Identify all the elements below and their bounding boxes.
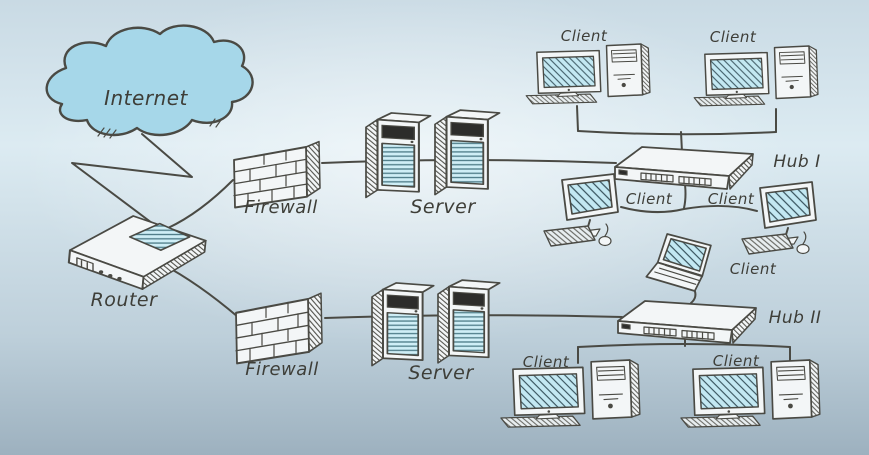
- client-bottom-right-node: Client: [680, 352, 821, 428]
- hub1-node: Hub I: [614, 146, 820, 190]
- firewall-bottom-label: Firewall: [245, 359, 319, 380]
- router-label: Router: [91, 289, 159, 311]
- internet-node: Internet: [45, 24, 254, 139]
- link-mid-bus: [620, 204, 758, 214]
- link-router-firewall-top: [167, 179, 234, 229]
- client-bottom-left-icon: [500, 359, 641, 428]
- client-mid-left-icon: [543, 173, 619, 247]
- server-bottom-icon: [371, 279, 501, 367]
- client-bottom-right-label: Client: [713, 352, 760, 370]
- server-top-node: Server: [364, 109, 501, 218]
- server-top-icon: [364, 109, 501, 199]
- hub1-label: Hub I: [773, 152, 820, 172]
- cloud-shape: [45, 24, 254, 137]
- link-internet-router: [71, 133, 193, 230]
- client-laptop-icon: [645, 233, 712, 292]
- client-bottom-left-label: Client: [523, 353, 570, 371]
- client-top-left-icon: [525, 43, 651, 105]
- firewall-bottom-icon: [234, 292, 324, 365]
- client-top-right-icon: [693, 45, 819, 107]
- link-router-firewall-bottom: [161, 263, 239, 318]
- internet-label: Internet: [104, 86, 188, 110]
- firewall-bottom-node: Firewall: [234, 292, 324, 380]
- client-top-right-node: Client: [693, 28, 819, 107]
- client-top-left-label: Client: [561, 27, 608, 45]
- hub2-label: Hub II: [769, 308, 822, 328]
- client-laptop-label: Client: [730, 260, 777, 278]
- client-top-right-label: Client: [710, 28, 757, 46]
- client-mid-right-label: Client: [708, 190, 755, 208]
- client-mid-right-node: Client: [708, 181, 817, 255]
- client-bottom-left-node: Client: [500, 353, 641, 428]
- server-top-label: Server: [410, 196, 476, 218]
- client-mid-left-node: Client: [543, 173, 673, 247]
- cloud-scribble-right: [209, 118, 222, 128]
- cloud-scribble-left: [97, 127, 117, 139]
- link-top-bus: [577, 130, 777, 136]
- hub1-icon: [614, 146, 754, 190]
- client-top-left-node: Client: [525, 27, 651, 105]
- router-node: Router: [67, 214, 207, 311]
- firewall-top-label: Firewall: [244, 197, 318, 218]
- hub2-node: Hub II: [617, 300, 822, 344]
- client-mid-left-label: Client: [626, 190, 673, 208]
- client-bottom-right-icon: [680, 359, 821, 428]
- hub2-icon: [617, 300, 757, 344]
- server-bottom-node: Server: [371, 279, 501, 384]
- link-bottom-bus: [577, 343, 791, 348]
- client-laptop-node: Client: [645, 233, 777, 292]
- firewall-top-node: Firewall: [233, 140, 321, 218]
- server-bottom-label: Server: [408, 362, 474, 384]
- link-client-top-left-bus: [576, 105, 579, 132]
